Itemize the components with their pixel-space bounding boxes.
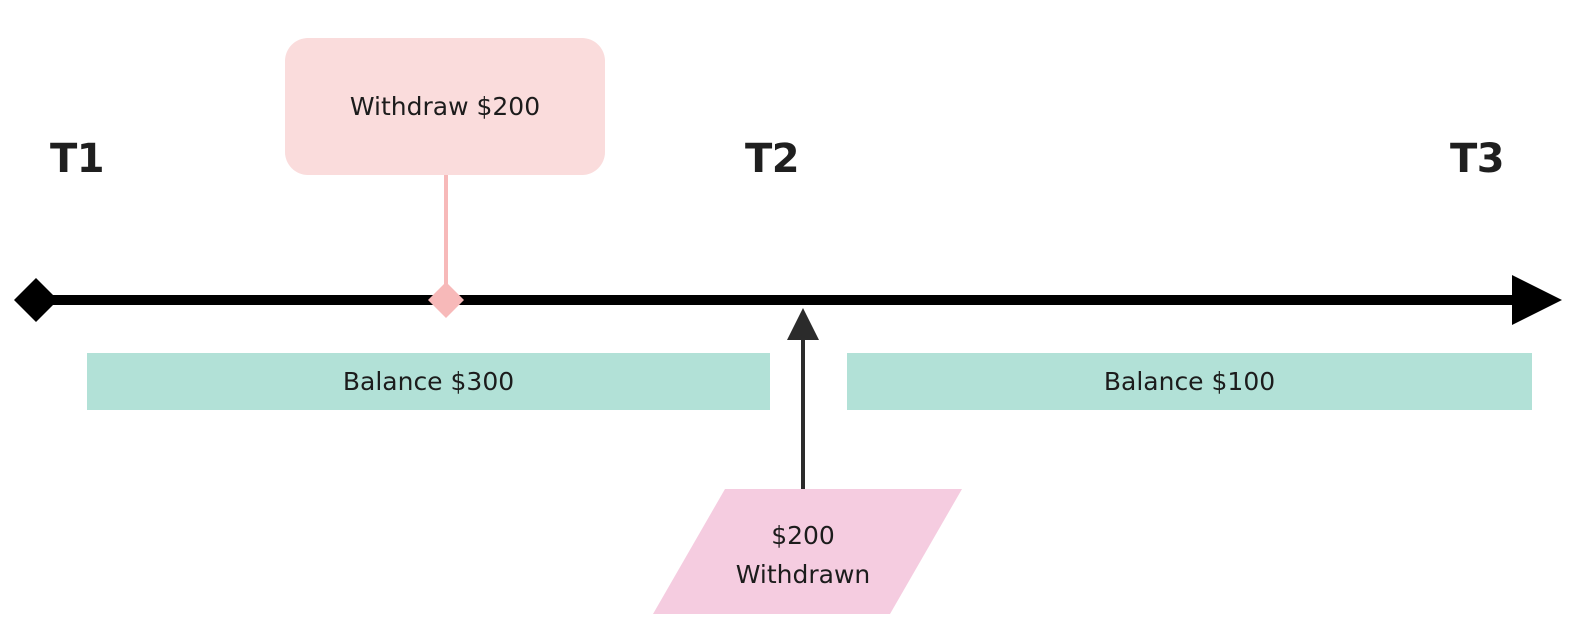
note-action-label: Withdrawn — [735, 560, 871, 589]
timeline-end-arrow-icon — [1512, 275, 1562, 325]
balance-bar-1-label: Balance $300 — [342, 367, 515, 396]
note-amount-label: $200 — [771, 521, 835, 550]
event-connector-diamond-icon — [428, 282, 464, 318]
timeline-start-diamond-icon — [14, 278, 58, 322]
event-box-withdraw-label: Withdraw $200 — [349, 92, 541, 121]
timeline-tick-t3: T3 — [1450, 136, 1505, 182]
note-parallelogram-shape — [653, 489, 962, 614]
timeline-tick-t2: T2 — [745, 136, 800, 182]
timeline-tick-t1: T1 — [50, 136, 105, 182]
event-box-withdraw[interactable]: Withdraw $200 — [285, 38, 605, 175]
balance-bar-2-label: Balance $100 — [1103, 367, 1276, 396]
balance-bar-1: Balance $300 — [87, 353, 770, 410]
note-arrow-head-icon — [787, 308, 819, 340]
balance-bar-2: Balance $100 — [847, 353, 1532, 410]
